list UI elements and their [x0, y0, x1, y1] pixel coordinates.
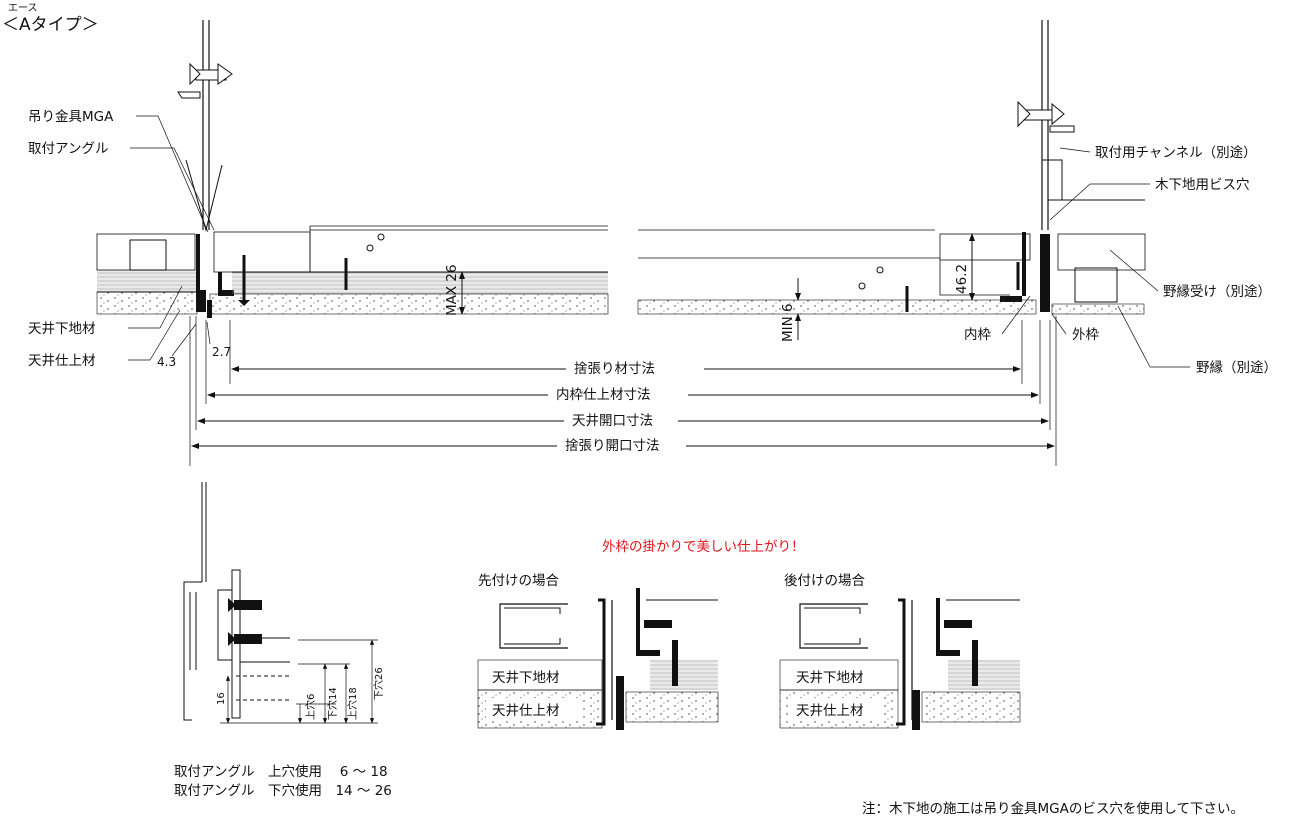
label-hanger: 吊り金具MGA — [28, 109, 114, 125]
main-section-right: 46.2 MIN 6 — [637, 20, 1146, 342]
post-base: 天井下地材 — [796, 670, 864, 686]
angle-note-1: 取付アングル 上穴使用 6 ～ 18 — [174, 763, 388, 780]
post-finish: 天井仕上材 — [796, 703, 864, 719]
wing-nut-icon — [1017, 100, 1075, 133]
dim-upper6: 上穴6 — [304, 694, 317, 720]
main-section-left: MAX 26 — [96, 20, 609, 318]
screw-icon — [944, 620, 978, 686]
dim-16: 16 — [216, 692, 227, 705]
label-channel: 取付用チャンネル（別途） — [1095, 144, 1257, 161]
dimension-lines: 捨張り材寸法 内枠仕上材寸法 天井開口寸法 捨張り開口寸法 — [191, 360, 1055, 454]
dim-max26: MAX 26 — [444, 264, 460, 316]
label-joist: 野縁（別途） — [1196, 359, 1277, 376]
screw-icon — [238, 255, 250, 306]
label-joist-receiver: 野縁受け（別途） — [1163, 283, 1271, 300]
dim-sute-material: 捨張り材寸法 — [574, 360, 655, 377]
screw-icon — [228, 598, 262, 612]
screw-icon — [228, 632, 262, 646]
dim-lower14: 下穴14 — [326, 687, 339, 720]
pre-title: 先付けの場合 — [478, 573, 559, 589]
footnote: 注：木下地の施工は吊り金具MGAのビス穴を使用して下さい。 — [862, 800, 1244, 817]
screw-icon — [644, 620, 678, 686]
post-title: 後付けの場合 — [784, 573, 865, 589]
header-ruby: エース — [8, 3, 38, 14]
dim-min6: MIN 6 — [780, 303, 796, 342]
dim-ceiling-opening: 天井開口寸法 — [572, 413, 653, 429]
dim-4-3: 4.3 — [157, 355, 176, 369]
right-labels: 取付用チャンネル（別途） 木下地用ビス穴 野縁受け（別途） 野縁（別途） 内枠 … — [964, 144, 1277, 376]
pre-base: 天井下地材 — [492, 670, 560, 686]
dim-inner-finish: 内枠仕上材寸法 — [556, 387, 651, 403]
label-screw-hole: 木下地用ビス穴 — [1155, 177, 1250, 193]
dim-2-7: 2.7 — [212, 345, 231, 359]
pre-finish: 天井仕上材 — [492, 703, 560, 719]
wing-nut-icon — [177, 62, 233, 99]
post-install-detail: 後付けの場合 天井下地材 天井仕上材 — [779, 573, 1021, 730]
label-inner-frame: 内枠 — [964, 327, 992, 343]
dim-46-2: 46.2 — [954, 264, 970, 294]
label-angle: 取付アングル — [28, 141, 108, 157]
dim-upper18: 上穴18 — [346, 687, 359, 720]
dim-sute-opening: 捨張り開口寸法 — [565, 437, 660, 454]
left-labels: 吊り金具MGA 取付アングル 天井下地材 天井仕上材 4.3 2.7 — [28, 109, 231, 369]
label-ceiling-finish: 天井仕上材 — [28, 353, 96, 369]
compare-headline: 外枠の掛かりで美しい仕上がり！ — [602, 539, 805, 555]
angle-note-2: 取付アングル 下穴使用 14 ～ 26 — [174, 782, 392, 799]
angle-detail: 16 上穴6 下穴14 上穴18 下穴26 取付アングル 上穴使用 6 ～ 18… — [174, 482, 392, 799]
pre-install-detail: 先付けの場合 天井下地材 天井仕上材 — [477, 573, 719, 730]
label-ceiling-base: 天井下地材 — [28, 321, 96, 337]
label-outer-frame: 外枠 — [1072, 327, 1100, 343]
dim-lower26: 下穴26 — [372, 667, 385, 700]
header-title: ＜Aタイプ＞ — [2, 15, 99, 35]
extension-lines — [189, 316, 1057, 466]
